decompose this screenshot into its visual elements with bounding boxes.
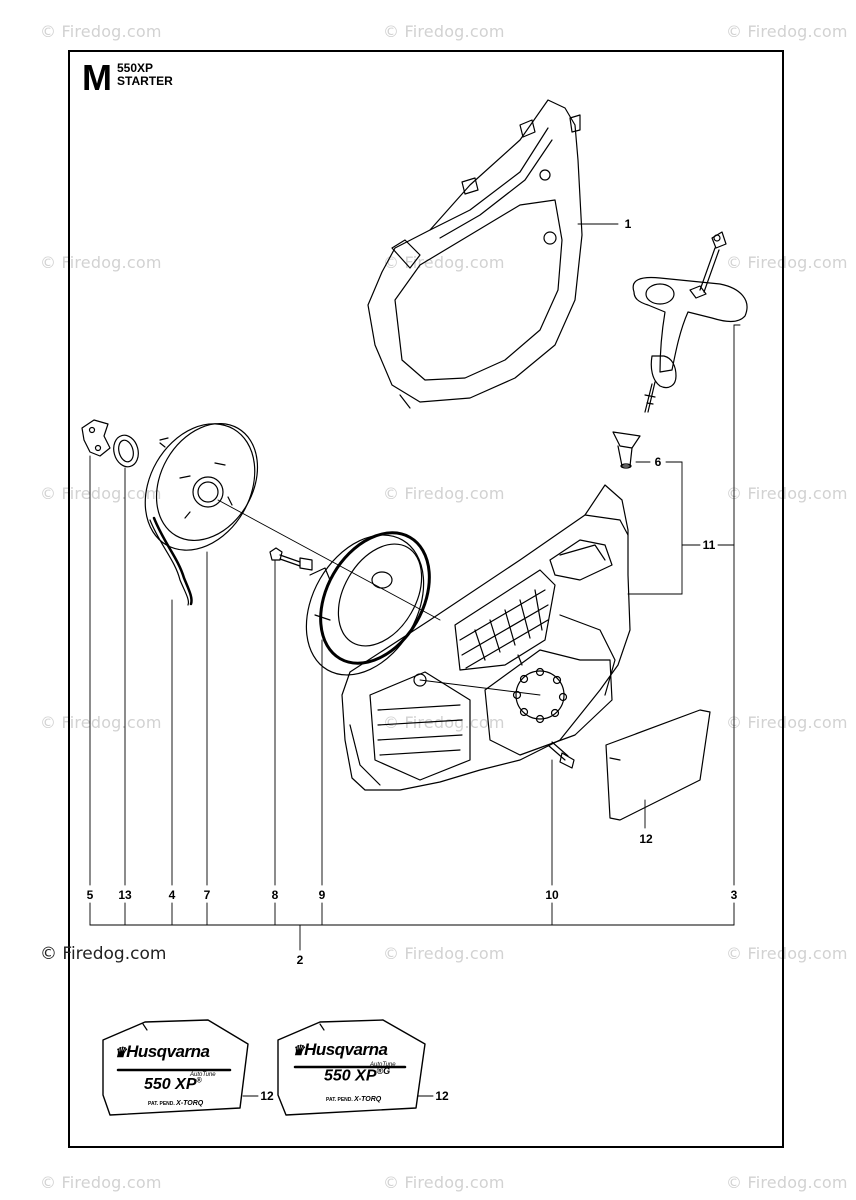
watermark: © Firedog.com	[726, 253, 848, 272]
callout-6: 6	[654, 455, 662, 469]
decal-footer: PAT. PEND. X-TORQ	[326, 1096, 382, 1103]
callout-8: 8	[271, 888, 279, 902]
part-screw-8	[269, 547, 313, 571]
watermark: © Firedog.com	[383, 944, 505, 963]
housing-grille-top	[454, 569, 556, 671]
husqvarna-crown-icon: ♛	[292, 1042, 305, 1058]
part-screw-10	[548, 741, 575, 769]
part-starter-housing	[341, 484, 631, 791]
part-decal	[605, 709, 711, 821]
part-starter-handle	[632, 231, 748, 413]
callout-12: 12	[260, 1089, 274, 1103]
decal-tagline: AutoTune	[190, 1072, 216, 1078]
decal-model: 550 XP®	[144, 1076, 202, 1093]
watermark: © Firedog.com	[40, 22, 162, 41]
part-spring	[149, 516, 193, 606]
watermark: © Firedog.com	[726, 944, 848, 963]
copyright-text: © Firedog.com	[40, 944, 167, 964]
callout-2: 2	[296, 953, 304, 967]
model-name: 550XP	[117, 61, 154, 75]
watermark: © Firedog.com	[40, 713, 162, 732]
callout-1: 1	[624, 217, 632, 231]
callout-9: 9	[318, 888, 326, 902]
husqvarna-crown-icon: ♛	[114, 1044, 127, 1060]
callout-13: 13	[118, 888, 132, 902]
watermark: © Firedog.com	[726, 1173, 848, 1192]
part-recoil-spring-pulley	[144, 422, 259, 551]
decal-tagline: AutoTune	[370, 1062, 396, 1068]
decal-550xp-g	[277, 1019, 426, 1116]
watermark: © Firedog.com	[383, 484, 505, 503]
callout-12: 12	[639, 832, 653, 846]
part-bracket	[81, 419, 111, 457]
decal-550xp	[102, 1019, 249, 1116]
watermark: © Firedog.com	[40, 253, 162, 272]
decal-brand-logo: ♛Husqvarna	[114, 1042, 210, 1061]
callout-5: 5	[86, 888, 94, 902]
part-grommet	[612, 431, 641, 469]
diagram-title: STARTER	[117, 74, 173, 88]
watermark: © Firedog.com	[383, 713, 505, 732]
diagram-frame	[68, 50, 784, 1148]
callout-10: 10	[545, 888, 559, 902]
watermark: © Firedog.com	[383, 253, 505, 272]
callout-11: 11	[702, 538, 716, 552]
watermark: © Firedog.com	[726, 713, 848, 732]
housing-grille-lower	[369, 671, 471, 781]
decal-550xp-g-text: ♛Husqvarna AutoTune 550 XP®G PAT. PEND. …	[290, 1040, 420, 1110]
watermark: © Firedog.com	[383, 22, 505, 41]
section-letter: M	[82, 57, 112, 98]
decal-model: 550 XP®G	[324, 1066, 391, 1085]
part-starter-cover	[367, 99, 583, 409]
callout-4: 4	[168, 888, 176, 902]
part-pulley	[305, 531, 431, 676]
watermark: © Firedog.com	[383, 1173, 505, 1192]
leader-lines	[89, 223, 741, 1097]
watermark: © Firedog.com	[726, 484, 848, 503]
housing-hub	[512, 667, 568, 724]
decal-550xp-text: ♛Husqvarna AutoTune 550 XP® PAT. PEND. X…	[112, 1042, 242, 1112]
callout-7: 7	[203, 888, 211, 902]
part-washer	[113, 434, 139, 468]
watermark: © Firedog.com	[40, 1173, 162, 1192]
watermark: © Firedog.com	[726, 22, 848, 41]
watermark: © Firedog.com	[40, 484, 162, 503]
callout-12: 12	[435, 1089, 449, 1103]
decal-footer: PAT. PEND. X-TORQ	[148, 1100, 204, 1107]
callout-3: 3	[730, 888, 738, 902]
decal-brand-logo: ♛Husqvarna	[292, 1040, 388, 1059]
